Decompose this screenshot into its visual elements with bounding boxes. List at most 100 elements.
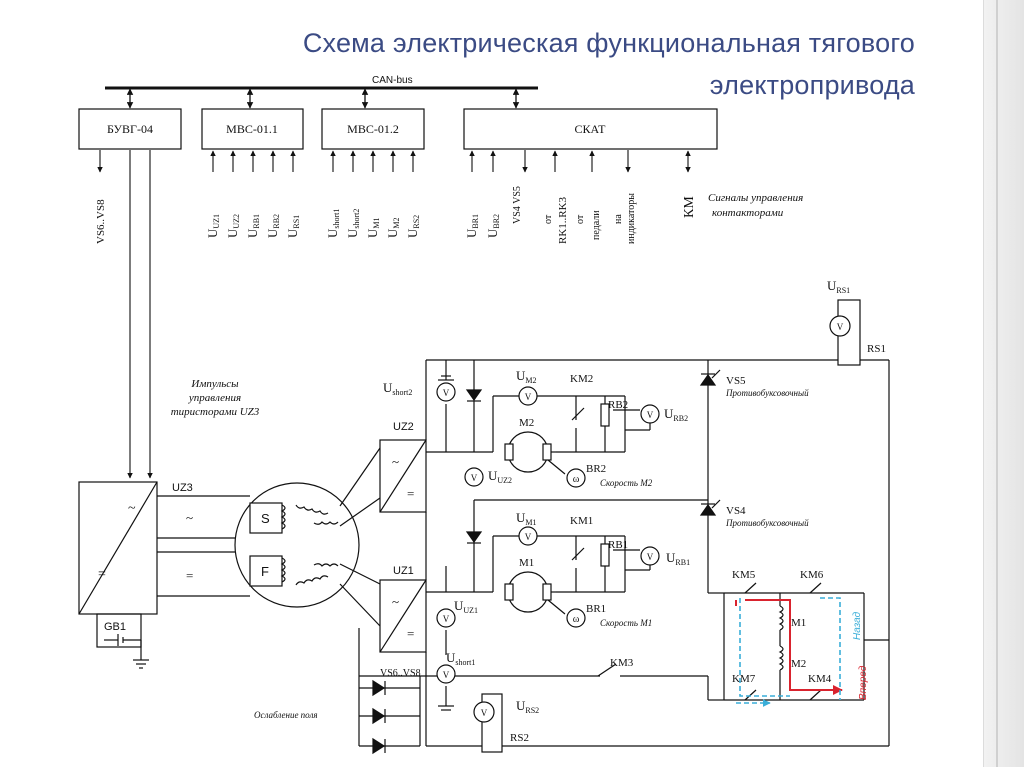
block-skat: СКАТ <box>575 122 607 136</box>
contactor-note-line-2: контакторами <box>712 207 784 219</box>
label-km3: KM3 <box>610 657 634 669</box>
signal-arrows <box>97 150 691 479</box>
signal-u-short1: Ushort1 <box>325 209 341 238</box>
block-mvs-01-2: МВС-01.2 <box>347 122 399 136</box>
motor-m2-branch <box>504 386 660 488</box>
meter-u-m1: UM1 <box>516 510 537 527</box>
label-rb1: RB1 <box>608 539 628 551</box>
note-field-weakening: Ослабление поля <box>254 710 318 720</box>
label-f-winding: F <box>261 564 269 579</box>
meter-u-rs1: URS1 <box>827 278 850 295</box>
signal-u-uz1: UUZ1 <box>205 214 221 238</box>
back-path <box>736 597 841 707</box>
signal-pedali: педали <box>591 210 602 240</box>
rectifiers <box>379 439 427 653</box>
uz3-dc-symbol: = <box>98 567 106 582</box>
label-km1: KM1 <box>570 515 593 527</box>
meter-u-short1: Ushort1 <box>446 650 475 667</box>
rs1-shunt <box>829 299 861 366</box>
meter-u-m2: UM2 <box>516 368 537 385</box>
signal-u-rb2: URB2 <box>265 214 281 238</box>
signal-u-rb1: URB1 <box>245 214 261 238</box>
uuz2-voltmeter-symbol: V <box>471 473 478 483</box>
um2-voltmeter-symbol: V <box>525 392 532 402</box>
label-br2: BR2 <box>586 463 606 475</box>
block-buvg-04: БУВГ-04 <box>107 122 153 136</box>
label-m1: M1 <box>519 557 534 569</box>
label-vs6-vs8: VS6..VS8 <box>380 668 421 679</box>
signal-u-br2: UBR2 <box>485 214 501 238</box>
um1-voltmeter-symbol: V <box>525 532 532 542</box>
slide-side-rail <box>983 0 1024 767</box>
ushort1-voltmeter-symbol: V <box>443 670 450 680</box>
motor-m1-branch <box>504 526 660 628</box>
label-br1: BR1 <box>586 603 606 615</box>
signal-u-m2: UM2 <box>385 217 401 238</box>
slide-title-line-1: Схема электрическая функциональная тягов… <box>302 28 915 58</box>
uz3-converter <box>78 481 250 615</box>
label-uz3: UZ3 <box>172 482 193 494</box>
forward-path <box>735 599 843 695</box>
meter-u-short2: Ushort2 <box>383 380 412 397</box>
label-gb1: GB1 <box>104 621 126 633</box>
label-coil-m2: M2 <box>791 658 806 670</box>
label-uz2: UZ2 <box>393 421 414 433</box>
uz2-ac-symbol: ~ <box>392 454 399 469</box>
signal-u-m1: UM1 <box>365 217 381 238</box>
can-bus-label: CAN-bus <box>372 75 413 86</box>
note-impulses-line-2: управления <box>188 392 241 404</box>
label-coil-m1: M1 <box>791 617 806 629</box>
note-anti-slip-vs4: Противобуксовочный <box>725 518 809 528</box>
signal-u-rs2: URS2 <box>405 215 421 238</box>
uz3-ac-symbol: ~ <box>128 501 136 516</box>
label-vs4: VS4 <box>726 505 746 517</box>
label-km5: KM5 <box>732 569 756 581</box>
can-bus <box>105 86 538 109</box>
note-impulses-line-3: тиристорами UZ3 <box>171 406 260 418</box>
meter-u-rb2: URB2 <box>664 406 688 423</box>
label-km7: KM7 <box>732 673 756 685</box>
label-s-winding: S <box>261 511 270 526</box>
note-back: Назад <box>852 611 863 640</box>
signal-vs6-vs8: VS6..VS8 <box>95 199 107 244</box>
control-blocks <box>78 108 718 150</box>
km3-contact <box>597 663 617 677</box>
block-mvs-01-1: МВС-01.1 <box>226 122 278 136</box>
uz1-dc-symbol: = <box>407 626 414 641</box>
signal-u-short2: Ushort2 <box>345 209 361 238</box>
urb2-voltmeter-symbol: V <box>647 410 654 420</box>
label-uz1: UZ1 <box>393 565 414 577</box>
signal-rk1-rk3: RK1..RK3 <box>557 196 569 244</box>
signal-vs4-vs5: VS4 VS5 <box>512 186 523 224</box>
label-m2: M2 <box>519 417 534 429</box>
contactor-note-line-1: Сигналы управления <box>708 192 803 204</box>
label-vs5: VS5 <box>726 375 746 387</box>
uz1-ac-symbol: ~ <box>392 594 399 609</box>
signal-u-br1: UBR1 <box>464 214 480 238</box>
signal-na: на <box>613 214 624 224</box>
signal-ot-1: от <box>543 214 554 224</box>
ushort2-voltmeter-symbol: V <box>443 388 450 398</box>
signal-km: КМ <box>682 196 697 218</box>
br1-tachometer-symbol: ω <box>573 614 580 625</box>
label-km2: KM2 <box>570 373 593 385</box>
signal-indicators: индикаторы <box>626 193 637 244</box>
thyristors-vs6-vs8 <box>359 676 421 755</box>
note-speed-m2: Скорость М2 <box>600 478 653 488</box>
diodes-left <box>465 389 483 544</box>
rs2-shunt <box>473 693 503 753</box>
note-anti-slip-vs5: Противобуксовочный <box>725 388 809 398</box>
note-speed-m1: Скорость М1 <box>600 618 652 628</box>
voltmeters-left <box>436 382 484 684</box>
meter-u-rb1: URB1 <box>666 550 690 567</box>
slide-title-line-2: электропривода <box>709 70 915 100</box>
uz3-link-dc-symbol: = <box>186 568 193 583</box>
label-rs2: RS2 <box>510 732 529 744</box>
rs2-voltmeter-symbol: V <box>481 708 488 718</box>
meter-u-rs2: URS2 <box>516 698 539 715</box>
rs1-voltmeter-symbol: V <box>837 322 844 332</box>
signal-ot-2: от <box>575 214 586 224</box>
thyristors-vs4-vs5 <box>699 369 721 516</box>
